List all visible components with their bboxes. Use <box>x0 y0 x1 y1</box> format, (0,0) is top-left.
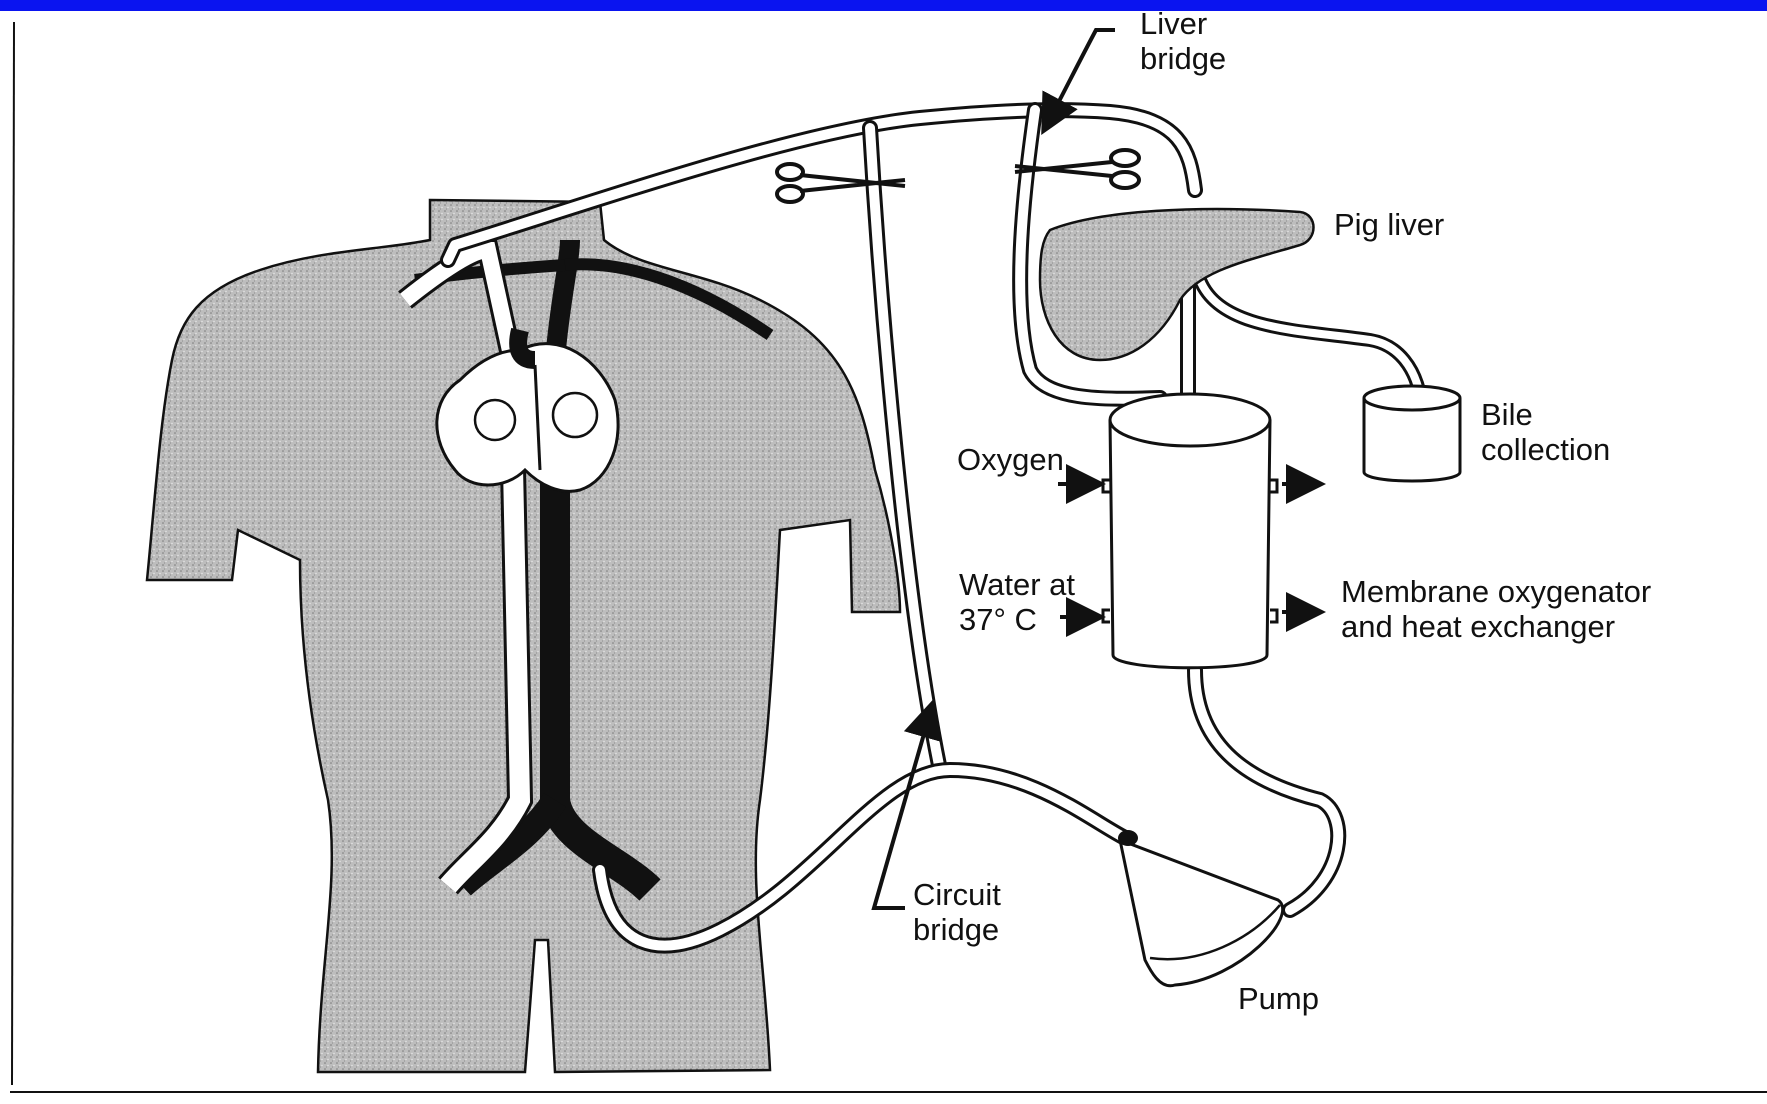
pig-liver <box>1040 209 1314 360</box>
clamp-icon <box>777 164 905 202</box>
bile-collection-label: Bile collection <box>1481 397 1610 467</box>
bile-collection-cup <box>1364 386 1460 481</box>
circuit-bridge-label: Circuit bridge <box>913 877 1001 947</box>
water-label: Water at 37° C <box>959 567 1075 637</box>
membrane-oxygenator <box>1103 394 1277 668</box>
pump <box>1118 830 1283 986</box>
membrane-oxygenator-label: Membrane oxygenator and heat exchanger <box>1341 574 1651 644</box>
pump-label: Pump <box>1238 981 1319 1016</box>
liver-bridge-label: Liver bridge <box>1140 6 1226 76</box>
frame-border <box>12 22 14 1085</box>
liver-perfusion-diagram <box>0 11 1767 1104</box>
top-accent-bar <box>0 0 1767 11</box>
pig-liver-label: Pig liver <box>1334 207 1444 242</box>
oxygen-label: Oxygen <box>957 442 1064 477</box>
